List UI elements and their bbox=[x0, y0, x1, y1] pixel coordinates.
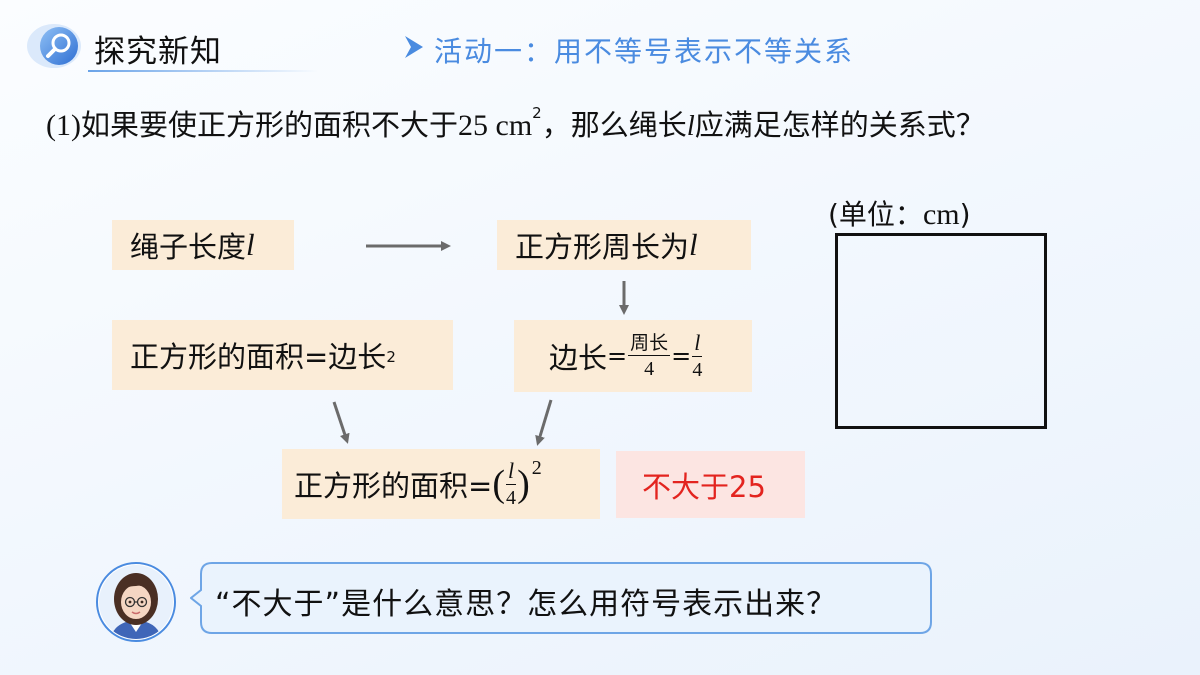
question-text: (1)如果要使正方形的面积不大于25 cm2，那么绳长l应满足怎样的关系式？ bbox=[46, 104, 985, 142]
question-number: (1) bbox=[46, 109, 81, 142]
dialog-question: “不大于”是什么意思？怎么用符号表示出来？ bbox=[215, 587, 838, 622]
activity-title: 活动一：用不等号表示不等关系 bbox=[434, 35, 855, 68]
chevron-right-icon bbox=[405, 36, 423, 58]
section-title: 探究新知 bbox=[94, 34, 222, 70]
magnifier-icon bbox=[27, 24, 81, 68]
speech-bubble bbox=[190, 562, 932, 634]
teacher-avatar-icon bbox=[96, 562, 176, 642]
not-greater-than-box: 不大于25 bbox=[616, 451, 805, 518]
square-figure bbox=[835, 233, 1047, 429]
unit-label: (单位：cm) bbox=[828, 198, 971, 231]
arrow-side-to-result bbox=[535, 399, 553, 446]
arrow-area-to-result bbox=[332, 401, 350, 444]
title-underline bbox=[88, 70, 318, 72]
